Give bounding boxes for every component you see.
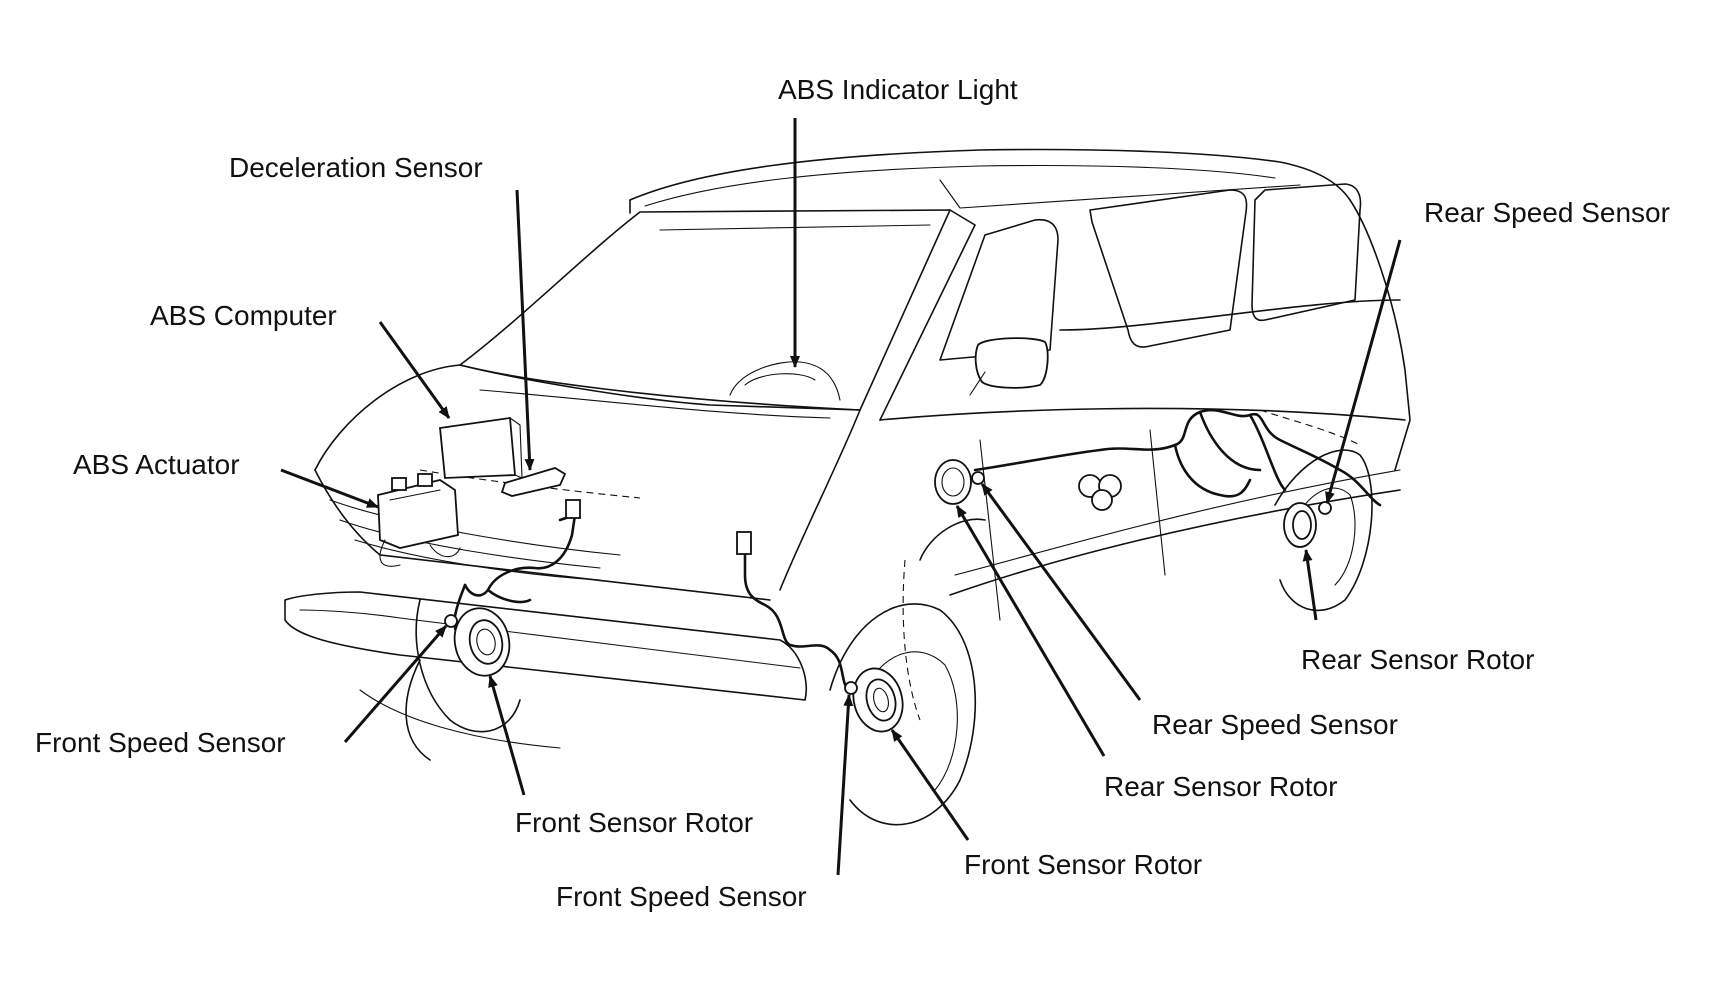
label-front-speed-sensor-left: Front Speed Sensor (35, 727, 286, 758)
labels: ABS Indicator Light Deceleration Sensor … (35, 74, 1670, 912)
leader-front-sensor-rotor-right (890, 729, 970, 841)
van-front-bumper (284, 591, 807, 701)
van-front-window (939, 218, 1059, 361)
label-front-sensor-rotor-left: Front Sensor Rotor (515, 807, 753, 838)
label-abs-computer: ABS Computer (150, 300, 337, 331)
rear-right-speed-sensor (1318, 501, 1332, 515)
front-right-rotor (852, 667, 904, 733)
van-rear-window (1251, 183, 1362, 322)
rear-left-rotor (934, 459, 972, 505)
rear-harness-connectors (1078, 474, 1122, 511)
rear-left-speed-sensor (971, 471, 985, 485)
label-front-speed-sensor-bottom: Front Speed Sensor (556, 881, 807, 912)
rear-harness (973, 408, 1382, 507)
leader-deceleration-sensor (515, 189, 535, 471)
front-right-speed-sensor (844, 681, 858, 695)
label-rear-sensor-rotor-right: Rear Sensor Rotor (1301, 644, 1534, 675)
leader-lines (280, 118, 1402, 876)
leader-abs-actuator (280, 468, 379, 509)
abs-actuator-unit (377, 473, 461, 567)
label-front-sensor-rotor-right: Front Sensor Rotor (964, 849, 1202, 880)
abs-computer-unit (439, 416, 516, 479)
leader-rear-speed-sensor-top (1325, 239, 1402, 504)
front-left-rotor (453, 607, 511, 677)
label-rear-speed-sensor-middle: Rear Speed Sensor (1152, 709, 1398, 740)
van-middle-window (1089, 189, 1248, 348)
van-roof (629, 148, 1351, 201)
label-abs-actuator: ABS Actuator (73, 449, 240, 480)
label-abs-indicator-light: ABS Indicator Light (778, 74, 1018, 105)
van-grille (314, 469, 771, 601)
van-side-mirror (974, 337, 1049, 389)
deceleration-sensor-unit (500, 467, 567, 497)
abs-components (377, 373, 1382, 733)
label-deceleration-sensor: Deceleration Sensor (229, 152, 483, 183)
front-right-wheel (829, 603, 977, 826)
label-rear-sensor-rotor-middle: Rear Sensor Rotor (1104, 771, 1337, 802)
leader-rear-sensor-rotor-middle (955, 505, 1106, 757)
front-left-speed-sensor (444, 614, 458, 628)
abs-indicator-light-unit (744, 373, 816, 386)
front-right-harness (743, 538, 850, 692)
leader-front-speed-sensor-left (343, 625, 448, 743)
leader-rear-speed-sensor-middle (980, 483, 1142, 701)
leader-front-sensor-rotor-left (488, 675, 526, 796)
rear-right-rotor (1283, 502, 1317, 548)
front-left-harness (463, 513, 577, 597)
label-rear-speed-sensor-top: Rear Speed Sensor (1424, 197, 1670, 228)
leader-abs-computer (378, 321, 451, 419)
leader-front-speed-sensor-bottom (836, 694, 854, 876)
leader-rear-sensor-rotor-right (1302, 549, 1318, 621)
